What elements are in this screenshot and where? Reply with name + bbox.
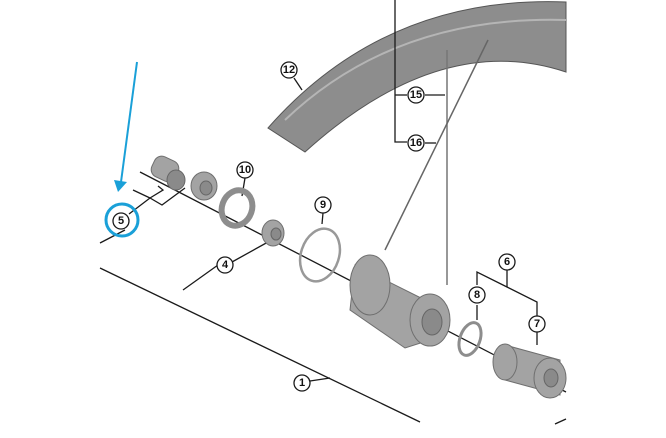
rim-groove (284, 18, 567, 121)
callout-5[interactable]: 5 (112, 212, 130, 230)
svg-text:10: 10 (239, 164, 251, 176)
svg-text:15: 15 (410, 89, 422, 101)
snap-ring-9 (298, 227, 342, 283)
svg-text:5: 5 (118, 215, 124, 227)
callout-7[interactable]: 7 (528, 315, 546, 333)
washer-10 (218, 187, 256, 229)
hub-body (349, 254, 451, 349)
callout-6[interactable]: 6 (498, 253, 516, 271)
callout-12[interactable]: 12 (280, 61, 298, 79)
svg-text:4: 4 (222, 259, 229, 271)
callout-10[interactable]: 10 (236, 161, 254, 179)
highlight-ring (104, 202, 140, 238)
freehub-body (492, 343, 567, 399)
svg-text:7: 7 (534, 318, 540, 330)
spoke-diagonal (384, 39, 489, 251)
lock-nut (261, 219, 285, 247)
callout-9[interactable]: 9 (314, 196, 332, 214)
svg-text:9: 9 (320, 199, 326, 211)
svg-text:16: 16 (410, 137, 422, 149)
end-cap (190, 171, 218, 201)
svg-text:8: 8 (474, 289, 480, 301)
callout-16[interactable]: 16 (407, 134, 425, 152)
svg-text:6: 6 (504, 256, 510, 268)
o-ring-8 (457, 321, 483, 357)
callout-4[interactable]: 4 (216, 256, 234, 274)
highlight-arrow (120, 61, 138, 183)
svg-text:12: 12 (283, 64, 295, 76)
rim (267, 1, 567, 153)
highlight-arrow-head (114, 180, 127, 192)
svg-text:1: 1 (299, 377, 305, 389)
callout-15[interactable]: 15 (407, 86, 425, 104)
callout-8[interactable]: 8 (468, 286, 486, 304)
bearing-cap (150, 155, 186, 191)
callout-1[interactable]: 1 (293, 374, 311, 392)
